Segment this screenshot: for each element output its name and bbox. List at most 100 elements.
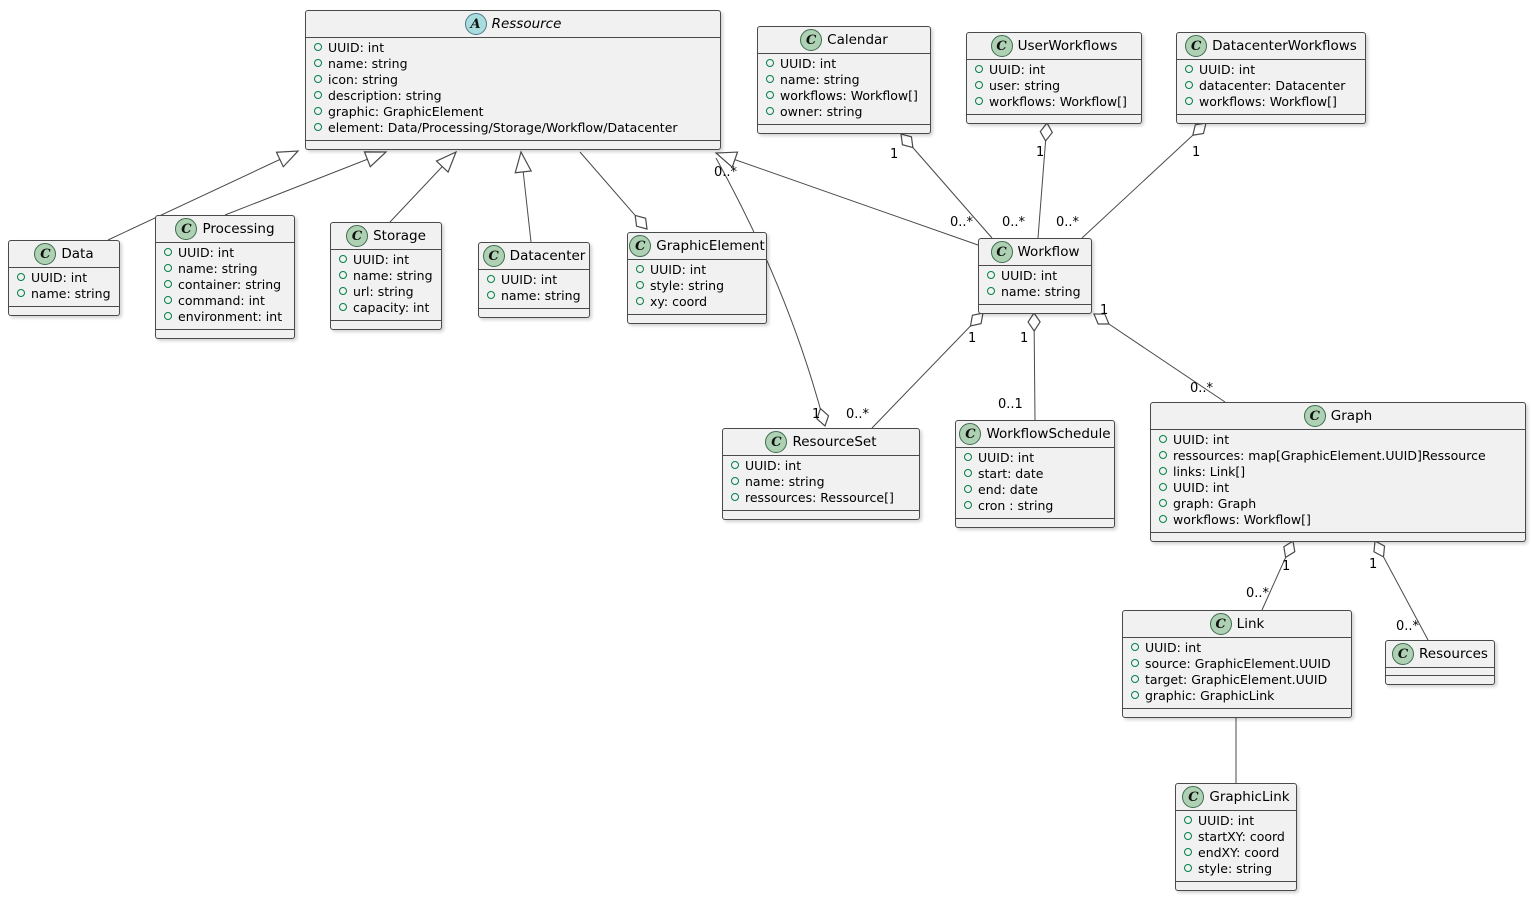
class-name: Workflow [1017, 244, 1080, 260]
class-attribute: workflows: Workflow[] [766, 88, 922, 104]
attribute-text: xy: coord [650, 294, 708, 309]
class-icon: C [990, 35, 1013, 57]
field-visibility-icon [1131, 675, 1139, 683]
class-attribute: UUID: int [731, 458, 911, 474]
class-icon: C [346, 225, 369, 247]
field-visibility-icon [487, 291, 495, 299]
class-methods-compartment [1177, 114, 1365, 123]
class-attribute: name: string [314, 56, 712, 72]
field-visibility-icon [339, 287, 347, 295]
field-visibility-icon [1184, 832, 1192, 840]
attribute-text: name: string [780, 72, 860, 87]
field-visibility-icon [164, 264, 172, 272]
field-visibility-icon [766, 59, 774, 67]
attribute-text: graphic: GraphicElement [328, 104, 484, 119]
class-attribute: name: string [987, 284, 1083, 300]
class-methods-compartment [723, 510, 919, 519]
class-name: ResourceSet [792, 434, 877, 450]
class-attribute: endXY: coord [1184, 845, 1288, 861]
attribute-text: graph: Graph [1173, 496, 1257, 511]
attribute-text: element: Data/Processing/Storage/Workflo… [328, 120, 678, 135]
class-name: WorkflowSchedule [986, 426, 1111, 442]
class-name: Datacenter [509, 248, 586, 264]
class-attribute: UUID: int [314, 40, 712, 56]
class-attribute: xy: coord [636, 294, 758, 310]
attribute-text: graphic: GraphicLink [1145, 688, 1275, 703]
attribute-text: UUID: int [1198, 813, 1255, 828]
class-title: C Graph [1151, 403, 1525, 430]
class-attribute: name: string [766, 72, 922, 88]
attribute-text: start: date [978, 466, 1044, 481]
field-visibility-icon [314, 107, 322, 115]
field-visibility-icon [964, 453, 972, 461]
field-visibility-icon [1159, 499, 1167, 507]
attribute-text: startXY: coord [1198, 829, 1285, 844]
field-visibility-icon [636, 265, 644, 273]
attribute-text: style: string [650, 278, 725, 293]
attribute-text: endXY: coord [1198, 845, 1280, 860]
class-methods-compartment [306, 140, 720, 149]
attribute-text: capacity: int [353, 300, 430, 315]
attribute-text: workflows: Workflow[] [989, 94, 1127, 109]
class-icon: C [990, 241, 1013, 263]
class-attribute: UUID: int [1131, 640, 1343, 656]
attribute-text: datacenter: Datacenter [1199, 78, 1346, 93]
class-icon: C [800, 29, 823, 51]
attribute-text: environment: int [178, 309, 283, 324]
attribute-text: UUID: int [989, 62, 1046, 77]
attribute-text: UUID: int [978, 450, 1035, 465]
class-icon: C [482, 245, 505, 267]
class-attribute: UUID: int [1159, 432, 1517, 448]
edge-generalization-workflow-ressource [714, 151, 979, 246]
class-attribute: name: string [17, 286, 111, 302]
class-icon: C [1182, 786, 1205, 808]
attribute-text: container: string [178, 277, 282, 292]
class-name: Processing [202, 221, 275, 237]
field-visibility-icon [1159, 515, 1167, 523]
edge-generalization-datacenter-ressource [514, 150, 533, 243]
multiplicity-label: 0..* [950, 215, 974, 230]
class-attribute: style: string [1184, 861, 1288, 877]
class-attribute: environment: int [164, 309, 286, 325]
class-methods-compartment [967, 114, 1141, 123]
field-visibility-icon [314, 91, 322, 99]
class-methods-compartment [9, 306, 119, 315]
multiplicity-label: 1 [1036, 145, 1044, 160]
class-title: C ResourceSet [723, 429, 919, 456]
class-attribute: target: GraphicElement.UUID [1131, 672, 1343, 688]
attribute-text: name: string [31, 286, 111, 301]
edge-aggregation-workflow-workflowschedule [1027, 311, 1041, 421]
field-visibility-icon [314, 59, 322, 67]
field-visibility-icon [975, 97, 983, 105]
class-title: C Resources [1386, 641, 1494, 668]
attribute-text: UUID: int [1145, 640, 1202, 655]
field-visibility-icon [1184, 848, 1192, 856]
field-visibility-icon [964, 469, 972, 477]
attribute-text: command: int [178, 293, 265, 308]
attribute-text: UUID: int [745, 458, 802, 473]
class-attribute: url: string [339, 284, 433, 300]
class-methods-compartment [979, 304, 1091, 313]
multiplicity-label: 1 [1192, 145, 1200, 160]
multiplicity-label: 1 [1282, 559, 1290, 574]
field-visibility-icon [1159, 483, 1167, 491]
attribute-text: workflows: Workflow[] [1199, 94, 1337, 109]
class-methods-compartment [758, 124, 930, 133]
multiplicity-label: 0..* [1002, 215, 1026, 230]
attribute-text: name: string [178, 261, 258, 276]
field-visibility-icon [17, 273, 25, 281]
